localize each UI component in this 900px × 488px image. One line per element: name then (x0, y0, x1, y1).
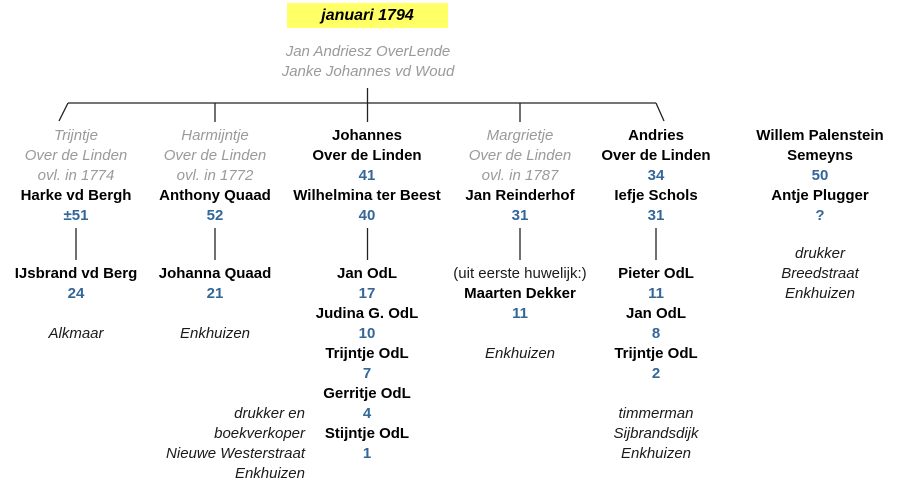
person-name: Iefje Schols (614, 187, 698, 204)
person-name: IJsbrand vd Berg (14, 265, 138, 282)
deceased-person-line: ovl. in 1774 (37, 167, 115, 184)
person-age: 31 (647, 207, 665, 224)
date-highlight: januari 1794 (287, 3, 448, 28)
person-name: Antje Plugger (771, 187, 869, 204)
person-name: Jan OdL (625, 305, 686, 322)
person-age: 31 (511, 207, 529, 224)
place-block: Enkhuizen (127, 324, 303, 344)
place-block: Enkhuizen (432, 344, 608, 364)
person-age: 7 (362, 365, 372, 382)
place-or-occupation: drukker en (234, 405, 305, 422)
person-age: 52 (206, 207, 224, 224)
person-age: 50 (811, 167, 829, 184)
place-or-occupation: Enkhuizen (234, 465, 305, 482)
person-name: Jan OdL (336, 265, 397, 282)
person-name: Harke vd Bergh (20, 187, 132, 204)
deceased-person-line: Over de Linden (24, 147, 128, 164)
person-name: Anthony Quaad (159, 187, 271, 204)
place-or-occupation: Alkmaar (48, 325, 104, 342)
person-name: Over de Linden (601, 147, 711, 164)
deceased-person-line: Over de Linden (163, 147, 267, 164)
person-age: 2 (651, 365, 661, 382)
person-name: Stijntje OdL (324, 425, 410, 442)
place-or-occupation: timmerman (618, 405, 694, 422)
place-or-occupation: drukker (794, 245, 846, 262)
deceased-person-line: Over de Linden (468, 147, 572, 164)
person-age: 1 (362, 445, 372, 462)
place-or-occupation: Enkhuizen (620, 445, 692, 462)
children-block: (uit eerste huwelijk:) Maarten Dekker 11 (432, 264, 608, 324)
date-title: januari 1794 (321, 6, 414, 24)
person-name: Over de Linden (312, 147, 422, 164)
person-age: 41 (358, 167, 376, 184)
place-or-occupation: Enkhuizen (179, 325, 251, 342)
place-block: Alkmaar (0, 324, 164, 344)
place-or-occupation: Nieuwe Westerstraat (166, 445, 305, 462)
person-age: 8 (651, 325, 661, 342)
person-age: ±51 (63, 207, 89, 224)
person-age: 11 (648, 285, 664, 302)
person-name: Semeyns (787, 147, 853, 164)
person-name: Jan Reinderhof (465, 187, 575, 204)
deceased-person-line: ovl. in 1787 (481, 167, 559, 184)
person-age: 24 (67, 285, 85, 302)
remark-line: (uit eerste huwelijk:) (453, 265, 587, 282)
place-or-occupation: Enkhuizen (784, 285, 856, 302)
person-name: Wilhelmina ter Beest (293, 187, 441, 204)
person-age: 17 (358, 285, 376, 302)
place-or-occupation: Enkhuizen (484, 345, 556, 362)
person-name: Johannes (331, 127, 403, 144)
person-name: Judina G. OdL (315, 305, 419, 322)
person-name: Pieter OdL (618, 265, 694, 282)
person-name: Trijntje OdL (614, 345, 698, 362)
person-age: 40 (358, 207, 376, 224)
person-name: Andries (628, 127, 684, 144)
root-father-name: Jan Andriesz OverLende (285, 43, 451, 60)
place-or-occupation: boekverkoper (214, 425, 305, 442)
deceased-person-line: Harmijntje (181, 127, 249, 144)
person-age: 4 (362, 405, 372, 422)
person-name: Gerritje OdL (323, 385, 411, 402)
person-age: 10 (358, 325, 376, 342)
root-mother-name: Janke Johannes vd Woud (281, 63, 455, 80)
person-age: ? (815, 207, 825, 224)
deceased-person-line: ovl. in 1772 (176, 167, 254, 184)
person-age: 21 (206, 285, 224, 302)
place-or-occupation: Sijbrandsdijk (613, 425, 699, 442)
deceased-person-line: Margrietje (486, 127, 554, 144)
deceased-person-line: Trijntje (54, 127, 98, 144)
root-couple: Jan Andriesz OverLende Janke Johannes vd… (268, 42, 468, 82)
person-name: Johanna Quaad (158, 265, 272, 282)
person-age: 11 (512, 305, 528, 322)
person-age: 34 (647, 167, 665, 184)
place-or-occupation: Breedstraat (781, 265, 859, 282)
children-block: Johanna Quaad 21 (127, 264, 303, 304)
person-name: Maarten Dekker (464, 285, 576, 302)
person-name: Trijntje OdL (325, 345, 409, 362)
person-name: Willem Palenstein (756, 127, 884, 144)
children-block: IJsbrand vd Berg 24 (0, 264, 164, 304)
